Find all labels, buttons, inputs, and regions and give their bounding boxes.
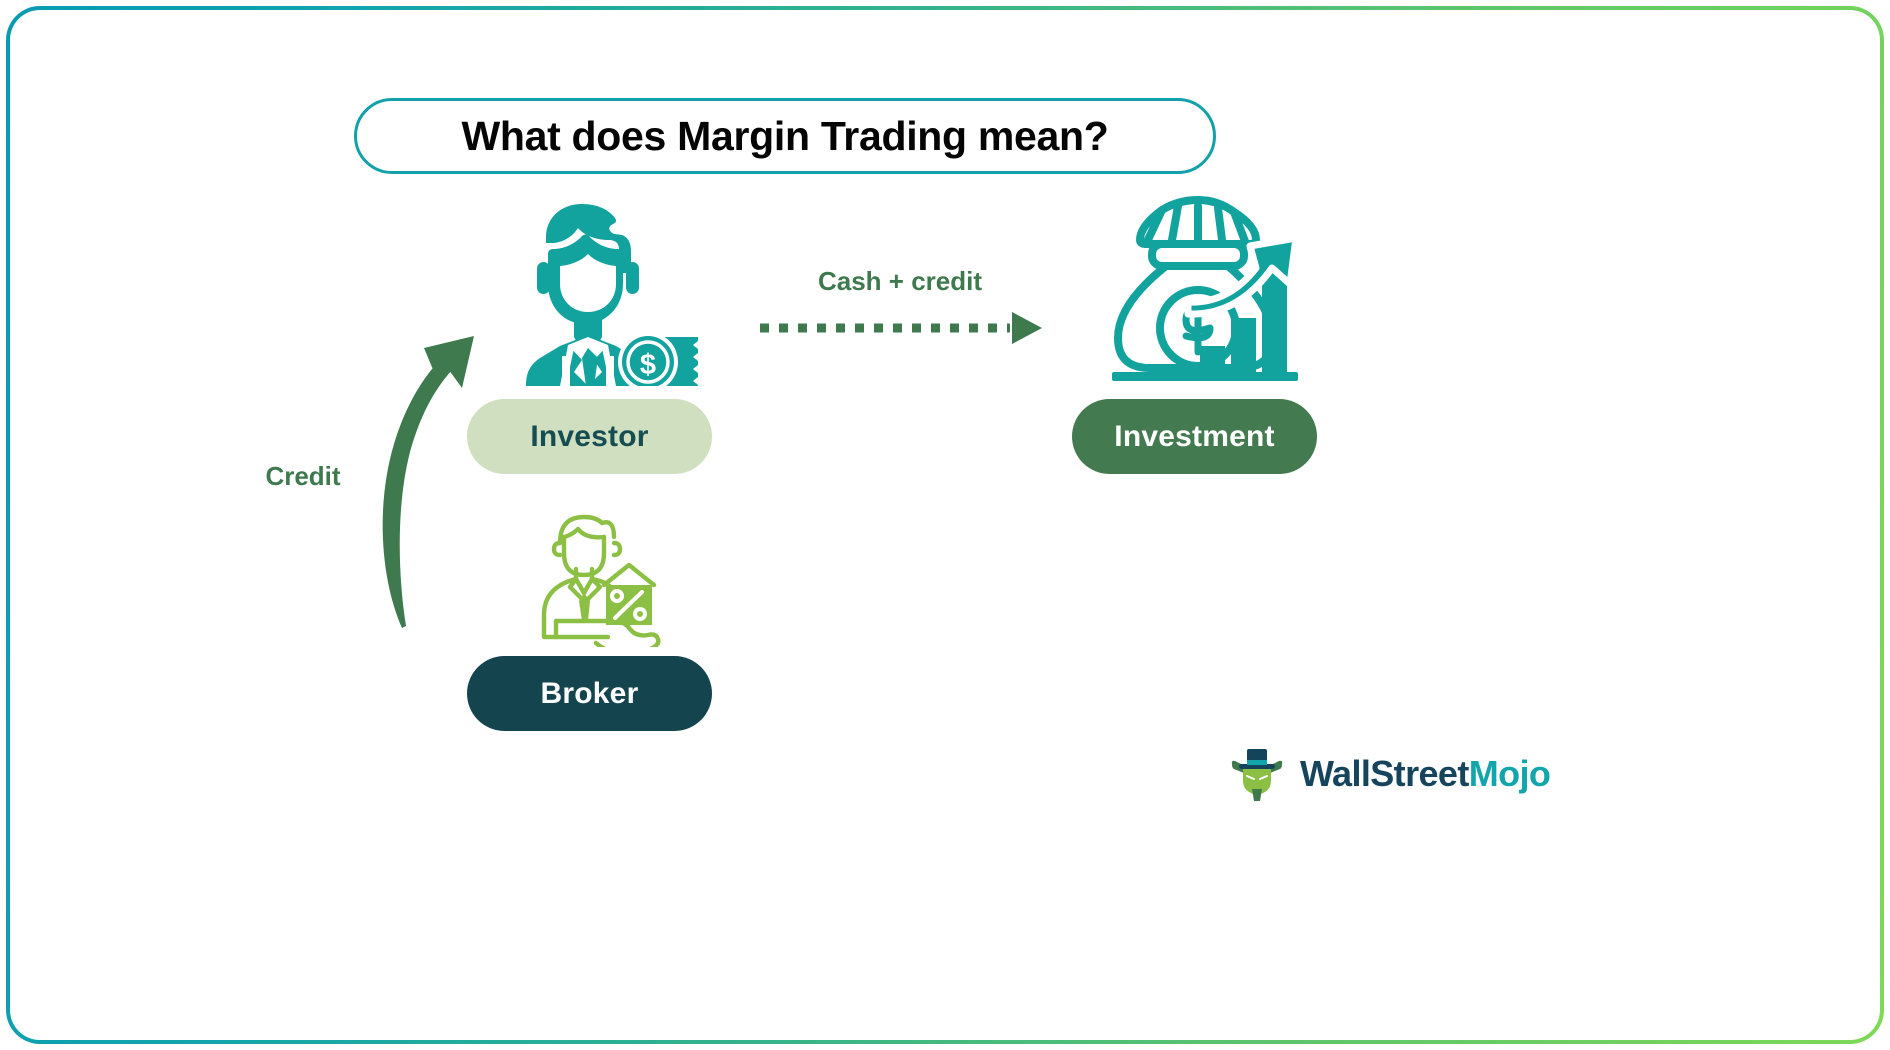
page-title: What does Margin Trading mean? [461, 112, 1109, 159]
broker-icon [526, 507, 676, 647]
gradient-border-frame: What does Margin Trading mean? [6, 6, 1884, 1044]
investment-label: Investment [1114, 419, 1275, 453]
logo-wordmark: WallStreetMojo [1300, 753, 1551, 795]
wallstreetmojo-logo: WallStreetMojo [1228, 745, 1551, 803]
cash-credit-dotted-arrow-icon [760, 312, 1042, 344]
investor-icon: $ [490, 196, 710, 386]
title-pill: What does Margin Trading mean? [354, 98, 1216, 174]
investment-label-pill: Investment [1072, 399, 1317, 474]
broker-label: Broker [540, 676, 639, 710]
logo-word-accent: Mojo [1468, 753, 1551, 794]
investment-icon [1100, 196, 1310, 386]
infographic-inner-surface: What does Margin Trading mean? [10, 10, 1880, 1040]
investor-label: Investor [530, 419, 649, 453]
logo-word-primary: WallStreet [1300, 753, 1469, 794]
cash-credit-connector-label: Cash + credit [817, 266, 982, 296]
credit-curved-arrow-icon [382, 336, 474, 628]
svg-text:$: $ [640, 349, 656, 381]
credit-connector-label: Credit [265, 461, 341, 491]
broker-label-pill: Broker [467, 656, 712, 731]
investor-label-pill: Investor [467, 399, 712, 474]
bull-with-top-hat-icon [1231, 749, 1283, 801]
